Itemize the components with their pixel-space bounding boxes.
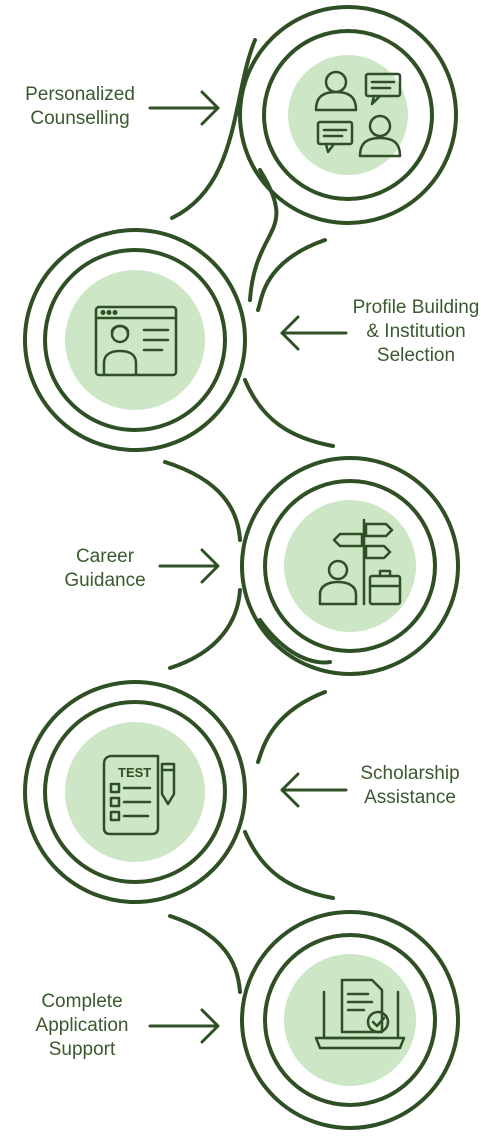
step-1-label-line-1: Personalized	[25, 84, 135, 105]
step-4-label: Scholarship Assistance	[340, 762, 480, 810]
connector-3-4	[168, 588, 242, 670]
step-5-label-line-1: Complete	[41, 991, 123, 1012]
step-3-outer-ring	[240, 456, 460, 676]
career-signpost-icon	[318, 518, 402, 606]
connector-1-2	[170, 38, 257, 220]
step-4-outer-ring	[23, 680, 247, 904]
step-2-inner-ring	[43, 248, 227, 432]
step-2-outer-ring	[23, 228, 247, 452]
profile-monitor-icon	[94, 305, 178, 377]
test-word-icon: TEST	[118, 765, 151, 780]
step-2-label-line-2: & Institution	[366, 321, 466, 342]
step-3-disc	[284, 500, 416, 632]
step-2-label-line-3: Selection	[376, 345, 456, 366]
step-4-disc	[65, 722, 205, 862]
step-2-label-line-1: Profile Building	[352, 297, 480, 318]
arrow-left-2	[280, 315, 348, 351]
step-5-label-line-3: Support	[48, 1039, 116, 1060]
step-3-label: Career Guidance	[40, 545, 170, 593]
step-4-label-line-2: Assistance	[364, 787, 456, 808]
connector-1-2-inner	[248, 168, 279, 302]
step-1-label-line-2: Counselling	[30, 108, 130, 129]
arrow-right-1	[148, 90, 220, 126]
connector-4-5	[256, 690, 327, 764]
counselling-chat-icon	[314, 70, 402, 158]
step-5-inner-ring	[263, 933, 437, 1107]
laptop-document-icon	[314, 978, 406, 1050]
step-4-inner-ring	[43, 700, 227, 884]
step-2-label: Profile Building & Institution Selection	[336, 296, 496, 368]
step-1-disc	[288, 55, 408, 175]
connector-4-5-join	[168, 914, 242, 994]
step-2-disc	[65, 270, 205, 410]
step-5-outer-ring	[240, 910, 460, 1130]
step-3-inner-ring	[263, 479, 437, 653]
step-5-label: Complete Application Support	[14, 990, 150, 1062]
connector-4-5-lower	[243, 830, 335, 900]
arrow-left-4	[280, 772, 348, 808]
connector-2-3-join	[163, 460, 242, 542]
connector-2-3-lower	[243, 378, 335, 448]
step-3-label-line-1: Career	[75, 546, 135, 567]
step-1-outer-ring	[238, 5, 458, 225]
test-paper-icon	[102, 754, 176, 836]
step-5-label-line-2: Application	[35, 1015, 129, 1036]
step-3-label-line-2: Guidance	[64, 570, 146, 591]
connector-2-3	[256, 238, 327, 312]
connector-3-4-lower	[258, 618, 332, 665]
arrow-right-5	[148, 1008, 220, 1044]
step-1-label: Personalized Counselling	[6, 83, 154, 131]
step-4-label-line-1: Scholarship	[360, 763, 460, 784]
arrow-right-3	[158, 548, 220, 584]
step-5-disc	[284, 954, 416, 1086]
step-1-inner-ring	[262, 29, 434, 201]
